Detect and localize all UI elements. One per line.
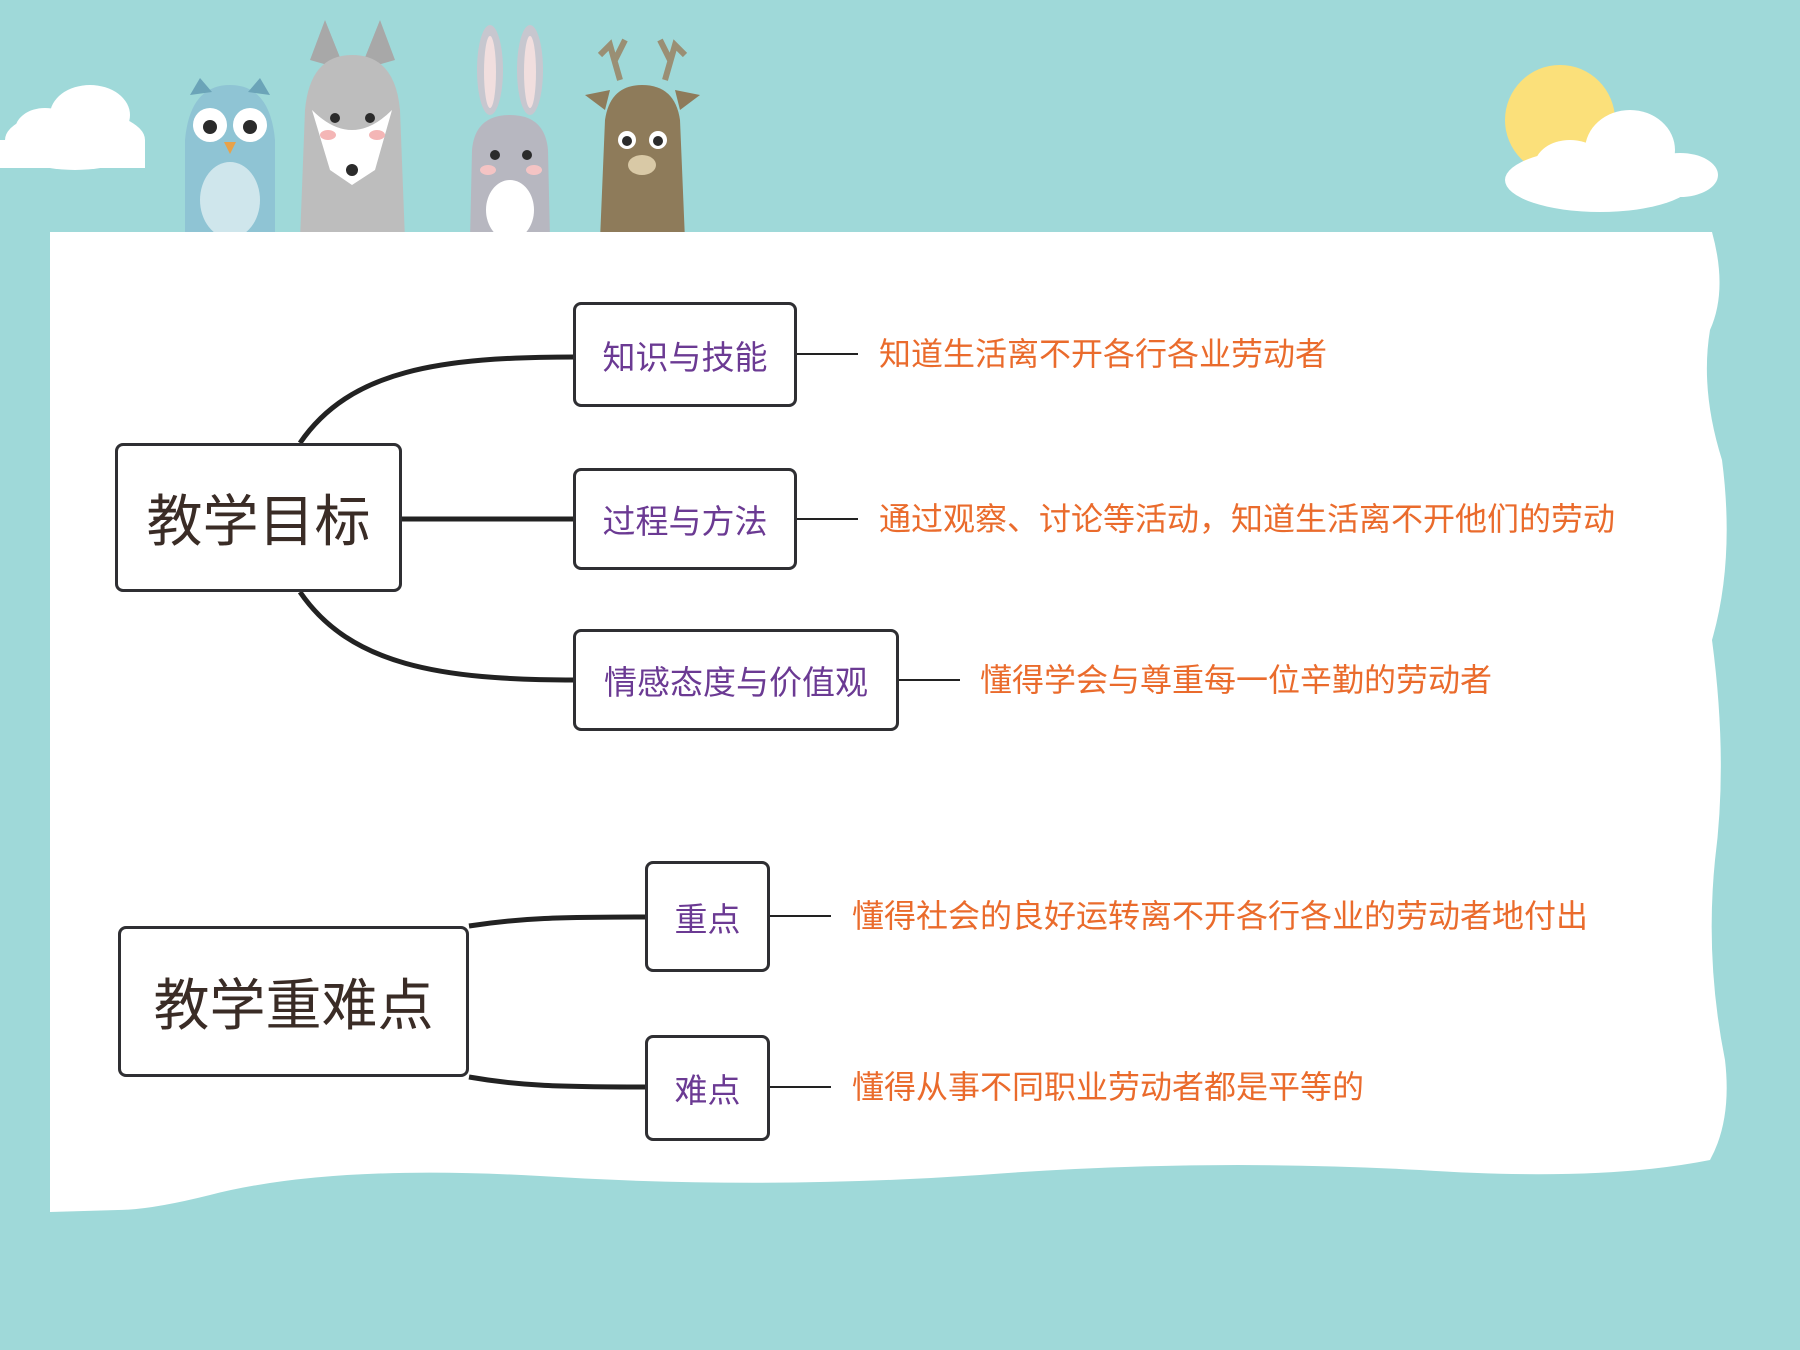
detail-emotion-values: 懂得学会与尊重每一位辛勤的劳动者 bbox=[980, 661, 1493, 699]
branch-node-difficult-point: 难点 bbox=[645, 1035, 770, 1141]
connector-objectives-3 bbox=[297, 590, 576, 683]
detail-key-point: 懂得社会的良好运转离不开各行各业的劳动者地付出 bbox=[852, 897, 1589, 935]
detail-knowledge-skills: 知道生活离不开各行各业劳动者 bbox=[879, 335, 1328, 373]
branch-node-emotion-values: 情感态度与价值观 bbox=[573, 629, 899, 731]
fox-illustration-icon bbox=[300, 20, 405, 240]
cloud-right-icon bbox=[1505, 110, 1718, 212]
connector-keypoints-2 bbox=[468, 1074, 648, 1090]
branch-label: 重点 bbox=[674, 899, 741, 939]
branch-node-knowledge-skills: 知识与技能 bbox=[573, 302, 797, 407]
cloud-left-icon bbox=[0, 85, 145, 170]
branch-label: 过程与方法 bbox=[602, 502, 768, 541]
root-node-key-points: 教学重难点 bbox=[118, 926, 469, 1077]
connector-objectives-1 bbox=[297, 354, 576, 445]
branch-label: 知识与技能 bbox=[602, 337, 768, 377]
owl-illustration-icon bbox=[185, 78, 275, 240]
detail-difficult-point: 懂得从事不同职业劳动者都是平等的 bbox=[852, 1068, 1365, 1106]
deer-illustration-icon bbox=[585, 38, 700, 240]
root-node-objectives: 教学目标 bbox=[115, 443, 402, 592]
root-label: 教学目标 bbox=[146, 490, 371, 555]
branch-label: 难点 bbox=[674, 1071, 741, 1110]
rabbit-illustration-icon bbox=[470, 25, 550, 240]
branch-node-process-method: 过程与方法 bbox=[573, 468, 797, 570]
connector-keypoints-1 bbox=[468, 914, 648, 929]
branch-label: 情感态度与价值观 bbox=[604, 663, 868, 702]
root-label: 教学重难点 bbox=[153, 974, 434, 1039]
branch-node-key-point: 重点 bbox=[645, 861, 770, 972]
detail-process-method: 通过观察、讨论等活动，知道生活离不开他们的劳动 bbox=[879, 500, 1616, 538]
header-illustration bbox=[0, 20, 1718, 240]
